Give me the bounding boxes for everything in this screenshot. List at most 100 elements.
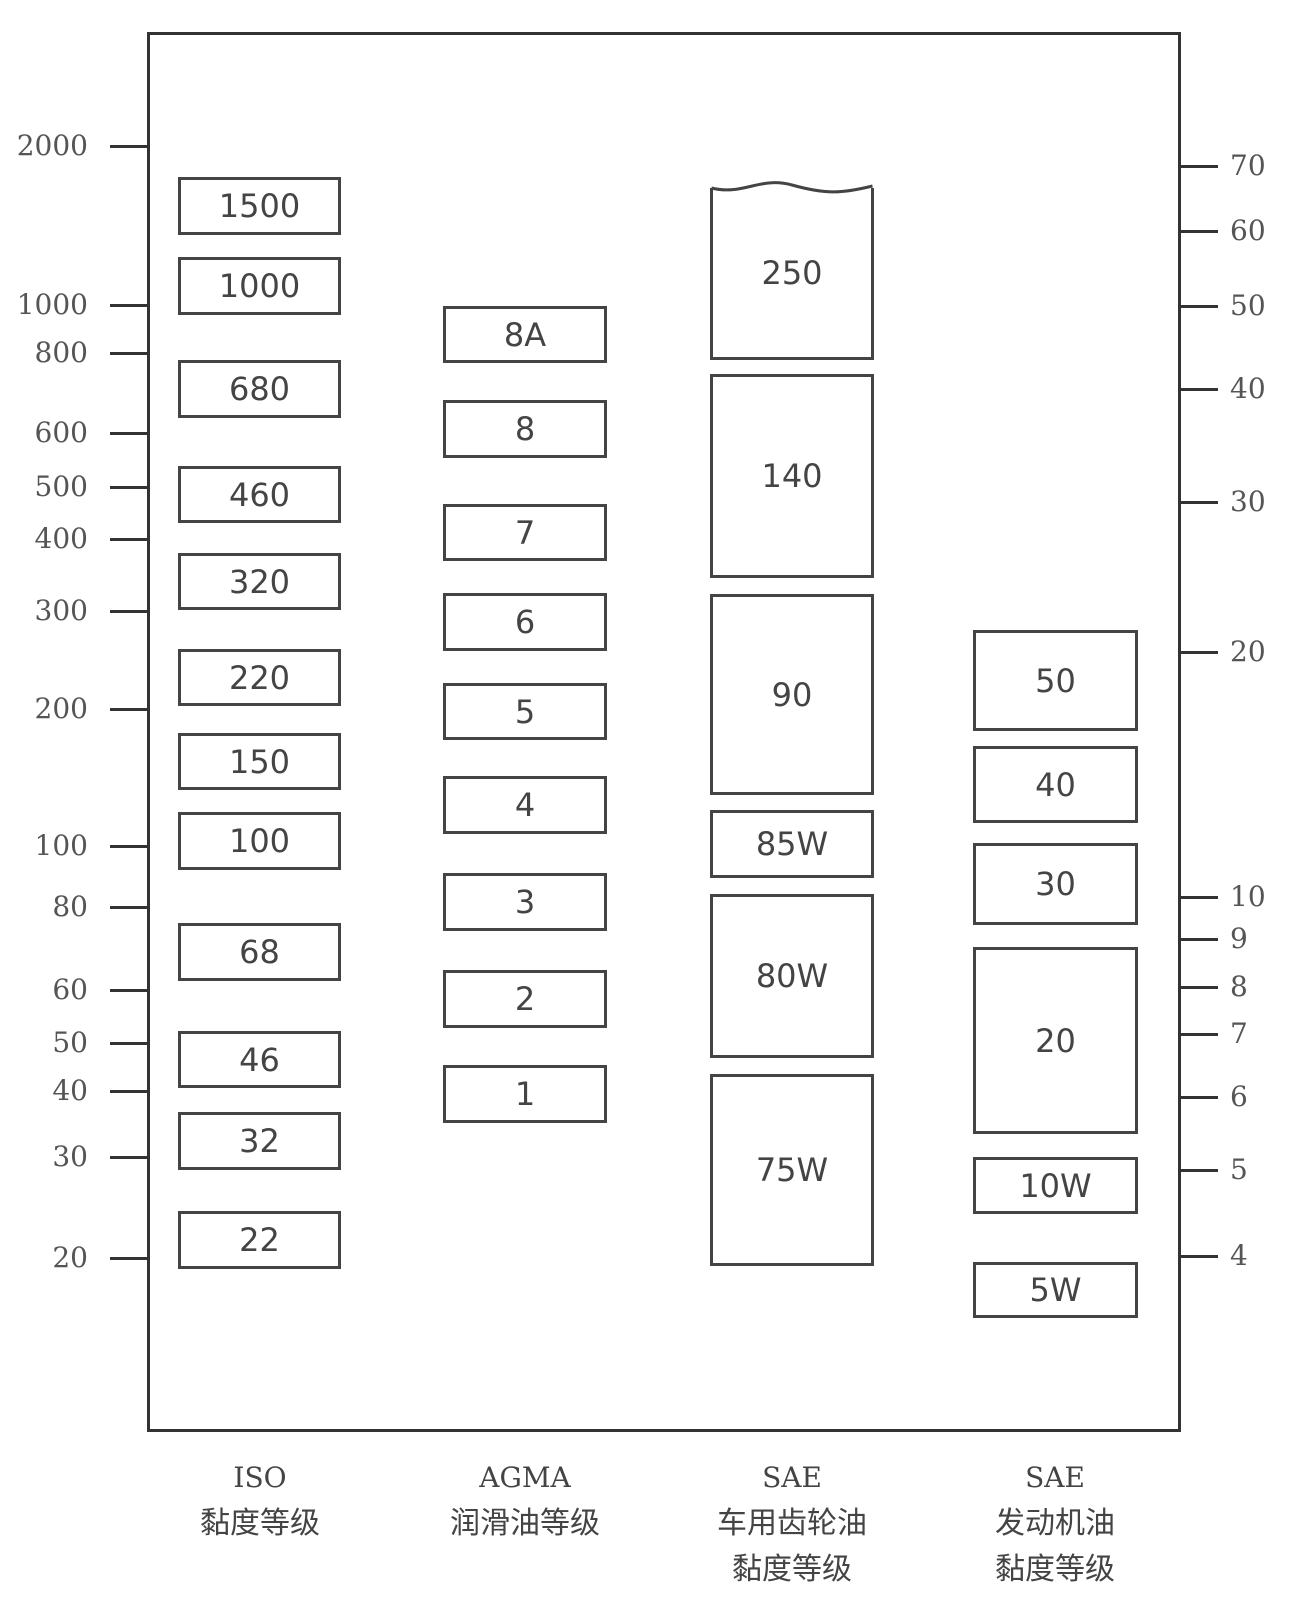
iso-column-header: ISO 黏度等级 (200, 1455, 320, 1547)
right-axis-label: 30 (1230, 485, 1266, 518)
left-axis-label: 80 (52, 890, 88, 923)
column-header-line: SAE (1025, 1461, 1085, 1494)
left-axis-tick (110, 1042, 147, 1045)
sae-engine-column-header: SAE 发动机油黏度等级 (995, 1455, 1115, 1593)
right-axis-tick (1181, 1169, 1218, 1172)
iso-grade-box: 68 (178, 923, 341, 981)
wavy-top-edge (711, 181, 873, 194)
agma-grade-box: 6 (443, 593, 607, 651)
sae-engine-grade-box: 5W (973, 1262, 1138, 1318)
left-axis-label: 500 (34, 470, 88, 503)
sae-engine-grade-box: 10W (973, 1157, 1138, 1214)
left-axis-tick (110, 906, 147, 909)
right-axis-label: 9 (1230, 922, 1248, 955)
right-axis-label: 5 (1230, 1153, 1248, 1186)
iso-grade-box: 1000 (178, 257, 341, 315)
right-axis-tick (1181, 388, 1218, 391)
right-axis-label: 10 (1230, 880, 1266, 913)
agma-grade-box: 5 (443, 683, 607, 740)
left-axis-tick (110, 145, 147, 148)
left-axis-label: 1000 (16, 288, 88, 321)
right-axis-label: 4 (1230, 1239, 1248, 1272)
left-axis-label: 600 (34, 416, 88, 449)
agma-grade-box: 3 (443, 873, 607, 931)
agma-grade-box: 1 (443, 1065, 607, 1123)
agma-grade-box: 4 (443, 776, 607, 834)
agma-grade-box: 2 (443, 970, 607, 1028)
right-axis-tick (1181, 1033, 1218, 1036)
left-axis-tick (110, 432, 147, 435)
right-axis-tick (1181, 165, 1218, 168)
right-axis-tick (1181, 896, 1218, 899)
left-axis-label: 30 (52, 1140, 88, 1173)
left-axis-label: 50 (52, 1026, 88, 1059)
left-axis-tick (110, 1090, 147, 1093)
left-axis-label: 60 (52, 973, 88, 1006)
left-axis-label: 400 (34, 522, 88, 555)
sae-engine-grade-box: 30 (973, 843, 1138, 925)
right-axis-tick (1181, 986, 1218, 989)
left-axis-tick (110, 304, 147, 307)
sae-gear-grade-box: 80W (710, 894, 874, 1058)
left-axis-tick (110, 486, 147, 489)
iso-grade-box: 22 (178, 1211, 341, 1269)
agma-grade-box: 8 (443, 400, 607, 458)
iso-grade-box: 320 (178, 553, 341, 610)
right-axis-label: 7 (1230, 1017, 1248, 1050)
left-axis-tick (110, 708, 147, 711)
iso-grade-box: 150 (178, 733, 341, 790)
left-axis-label: 40 (52, 1074, 88, 1107)
right-axis-label: 70 (1230, 149, 1266, 182)
left-axis-label: 2000 (16, 129, 88, 162)
column-header-line: 黏度等级 (200, 1506, 320, 1541)
column-header-line: 发动机油 (995, 1506, 1115, 1541)
sae-gear-grade-box: 75W (710, 1074, 874, 1266)
column-header-line: ISO (233, 1461, 287, 1494)
right-axis-tick (1181, 1096, 1218, 1099)
column-header-line: AGMA (479, 1461, 571, 1494)
agma-column-header: AGMA 润滑油等级 (450, 1455, 600, 1547)
iso-grade-box: 220 (178, 649, 341, 706)
right-axis-tick (1181, 1255, 1218, 1258)
left-axis-label: 100 (34, 829, 88, 862)
agma-grade-box: 7 (443, 504, 607, 561)
right-axis-tick (1181, 651, 1218, 654)
left-axis-tick (110, 989, 147, 992)
left-axis-tick (110, 845, 147, 848)
left-axis-tick (110, 1257, 147, 1260)
iso-grade-box: 100 (178, 812, 341, 870)
sae-engine-grade-box: 20 (973, 947, 1138, 1134)
right-axis-tick (1181, 938, 1218, 941)
right-axis-label: 40 (1230, 372, 1266, 405)
iso-grade-box: 46 (178, 1031, 341, 1088)
column-header-line: 黏度等级 (995, 1552, 1115, 1587)
right-axis-label: 50 (1230, 289, 1266, 322)
iso-grade-box: 1500 (178, 177, 341, 235)
diagram-frame (147, 32, 1181, 1432)
agma-grade-box: 8A (443, 306, 607, 363)
right-axis-label: 60 (1230, 214, 1266, 247)
right-axis-label: 6 (1230, 1080, 1248, 1113)
sae-gear-grade-box: 90 (710, 594, 874, 795)
left-axis-label: 20 (52, 1241, 88, 1274)
right-axis-tick (1181, 230, 1218, 233)
sae-gear-grade-box: 85W (710, 810, 874, 878)
column-header-line: 黏度等级 (732, 1552, 852, 1587)
left-axis-tick (110, 352, 147, 355)
column-header-line: 润滑油等级 (450, 1506, 600, 1541)
right-axis-tick (1181, 305, 1218, 308)
left-axis-label: 800 (34, 336, 88, 369)
left-axis-tick (110, 1156, 147, 1159)
sae-gear-grade-box: 140 (710, 374, 874, 578)
iso-grade-box: 680 (178, 360, 341, 418)
right-axis-label: 20 (1230, 635, 1266, 668)
left-axis-label: 200 (34, 692, 88, 725)
right-axis-tick (1181, 501, 1218, 504)
sae-engine-grade-box: 50 (973, 630, 1138, 731)
left-axis-label: 300 (34, 594, 88, 627)
sae-gear-grade-box: 250 (710, 188, 874, 360)
iso-grade-box: 460 (178, 466, 341, 523)
right-axis-label: 8 (1230, 970, 1248, 1003)
